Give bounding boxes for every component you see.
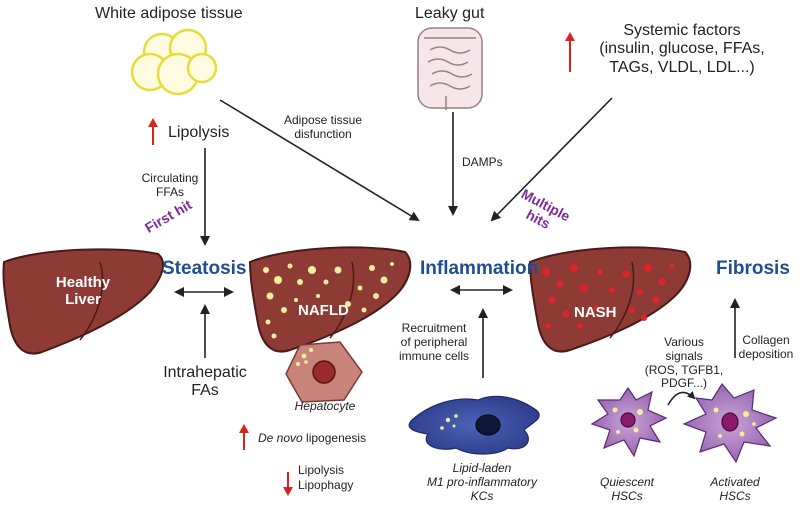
- collagen-deposition-line-2: deposition: [738, 346, 794, 361]
- recruitment-label: Recruitment of peripheral immune cells: [388, 321, 480, 363]
- adipose-tissue-icon: [130, 28, 218, 96]
- quiescent-hscs-label: Quiescent HSCs: [592, 475, 662, 504]
- nafld-liver: [248, 246, 412, 353]
- kupffer-cells-label: Lipid-laden M1 pro-inflammatory KCs: [418, 461, 546, 503]
- hepatocyte-cell: [285, 341, 363, 403]
- activated-hsc-cell: [682, 382, 778, 464]
- healthy-liver-label: Healthy Liver: [38, 274, 128, 309]
- systemic-factors-title: Systemic factors: [623, 22, 741, 39]
- activated-hscs-line-2: HSCs: [719, 488, 751, 503]
- lipolysis-decrease-label: Lipolysis: [298, 463, 345, 477]
- damps-label: DAMPs: [462, 155, 503, 169]
- collagen-deposition-label: Collagen deposition: [734, 333, 798, 362]
- adipose-dysfunction-line-2: disfunction: [294, 126, 352, 141]
- systemic-factors-line-2: TAGs, VLDL, LDL...): [609, 58, 755, 76]
- kupffer-cell: [408, 395, 540, 455]
- various-signals-line-1: Various: [664, 335, 704, 349]
- leaky-gut-label: Leaky gut: [415, 5, 485, 22]
- adipose-dysfunction-label: Adipose tissue disfunction: [268, 113, 378, 142]
- quiescent-hscs-line-2: HSCs: [611, 488, 643, 503]
- nash-label: NASH: [574, 304, 617, 321]
- quiescent-hscs-line-1: Quiescent: [599, 475, 655, 489]
- various-signals-line-2: signals: [665, 348, 703, 363]
- lipogenesis-label: lipogenesis: [302, 431, 367, 445]
- quiescent-hsc-cell: [590, 386, 668, 458]
- increase-arrow-icon: [565, 32, 575, 72]
- kupffer-cells-line-3: KCs: [470, 488, 494, 503]
- lipolysis-label: Lipolysis: [168, 124, 230, 141]
- circulating-ffas-line-1: Circulating: [141, 171, 199, 185]
- lipophagy-label: Lipophagy: [298, 478, 354, 492]
- hepatocyte-label: Hepatocyte: [294, 399, 356, 413]
- recruitment-line-1: Recruitment: [401, 321, 467, 335]
- kupffer-cells-line-2: M1 pro-inflammatory: [426, 474, 538, 489]
- systemic-factors-line-1: (insulin, glucose, FFAs,: [599, 40, 765, 58]
- various-signals-line-4: PDGF...): [660, 376, 707, 391]
- steatosis-stage-label: Steatosis: [162, 258, 247, 279]
- systemic-factors-label: Systemic factors (insulin, glucose, FFAs…: [582, 22, 782, 77]
- healthy-liver-line-2: Liver: [65, 291, 101, 309]
- adipose-tissue-label: White adipose tissue: [95, 5, 243, 22]
- activated-hscs-line-1: Activated: [710, 475, 760, 489]
- inflammation-stage-label: Inflammation: [420, 258, 539, 279]
- leaky-gut-icon: [417, 27, 483, 110]
- intrahepatic-fas-line-1: Intrahepatic: [163, 364, 247, 381]
- healthy-liver-line-1: Healthy: [55, 274, 111, 291]
- various-signals-label: Various signals (ROS, TGFB1, PDGF...): [640, 335, 728, 391]
- de-novo-lipogenesis-label: De novo lipogenesis: [258, 431, 367, 446]
- activated-hscs-label: Activated HSCs: [700, 475, 770, 504]
- circulating-ffas-line-2: FFAs: [155, 184, 184, 199]
- nafld-label: NAFLD: [298, 302, 349, 319]
- recruitment-line-2: of peripheral: [400, 334, 468, 349]
- collagen-deposition-line-1: Collagen: [742, 333, 790, 347]
- healthy-liver: [2, 248, 165, 355]
- recruitment-line-3: immune cells: [398, 348, 470, 363]
- circulating-ffas-label: Circulating FFAs: [132, 171, 208, 200]
- intrahepatic-fas-label: Intrahepatic FAs: [150, 364, 260, 401]
- various-signals-line-3: (ROS, TGFB1,: [644, 362, 724, 377]
- kupffer-cells-line-1: Lipid-laden: [452, 461, 512, 475]
- increase-arrow-icon: [239, 424, 249, 450]
- decrease-arrow-icon: [283, 472, 293, 496]
- intrahepatic-fas-line-2: FAs: [191, 382, 219, 400]
- adipose-dysfunction-line-1: Adipose tissue: [283, 113, 363, 127]
- flow-arrows: [174, 97, 740, 406]
- increase-arrow-icon: [148, 118, 158, 145]
- de-novo-label: De novo: [258, 431, 303, 445]
- fibrosis-stage-label: Fibrosis: [716, 258, 790, 279]
- nash-liver: [528, 246, 692, 353]
